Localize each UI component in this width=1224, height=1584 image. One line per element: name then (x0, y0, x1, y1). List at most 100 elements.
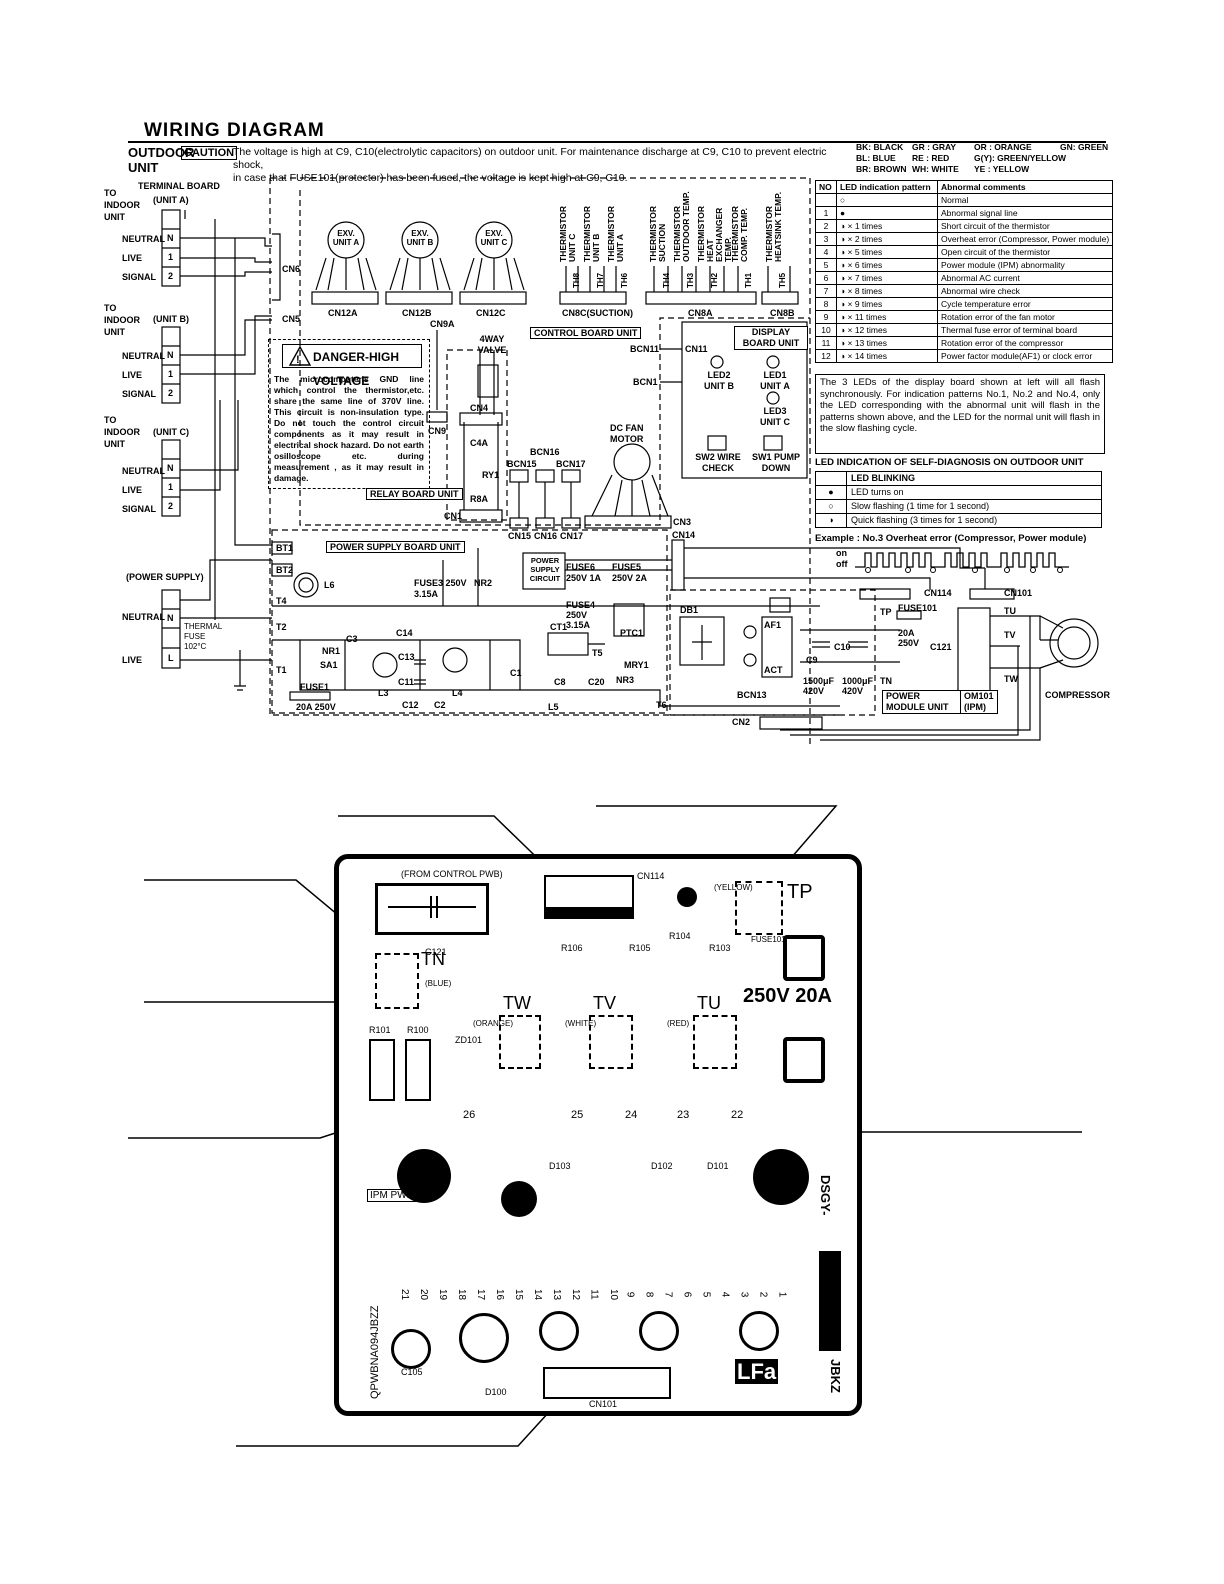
cn5-label: CN5 (282, 314, 301, 324)
signal-label-c: SIGNAL (122, 504, 157, 514)
thermistor-tag: TH2 (710, 272, 719, 288)
terminal-1: 1 (168, 252, 174, 262)
c3-label: C3 (346, 634, 358, 644)
l5-label: L5 (548, 702, 559, 712)
signal-label-b: SIGNAL (122, 389, 157, 399)
tw-terminal[interactable] (499, 1015, 541, 1069)
cn114-connector[interactable] (544, 875, 634, 919)
exv-unit-a: EXV. UNIT A (332, 229, 360, 247)
tu-terminal[interactable] (693, 1015, 737, 1069)
fuse3-label: FUSE3 250V 3.15A (414, 578, 467, 599)
ptc1-label: PTC1 (620, 628, 644, 638)
c20-label: C20 (588, 677, 605, 687)
tp-label: TP (787, 881, 813, 903)
thermistor-tag: TH5 (778, 272, 787, 288)
neutral-label-a: NEUTRAL (122, 234, 165, 244)
c121-label: C121 (930, 642, 952, 652)
fuse101-block (783, 935, 825, 981)
nr1-label: NR1 (322, 646, 341, 656)
pin-number: 13 (551, 1288, 563, 1301)
display-board-label: DISPLAY BOARD UNIT (734, 326, 808, 350)
thermistor-name: THERMISTOR OUTDOOR TEMP. (672, 191, 691, 262)
cn6-label: CN6 (282, 264, 301, 274)
r100-label: R100 (407, 1025, 429, 1035)
bcn16-label: BCN16 (530, 447, 560, 457)
pin-number: 24 (625, 1109, 638, 1121)
wiring-diagram: ! (161, 177, 1099, 745)
live-label-c: LIVE (122, 485, 143, 495)
l3-label: L3 (378, 688, 389, 698)
act-label: ACT (764, 665, 783, 675)
sw2-label: SW2 WIRE CHECK (695, 452, 741, 473)
bcn17-label: BCN17 (556, 459, 586, 469)
ct1-label: CT1 (550, 622, 568, 632)
exv-unit-c: EXV. UNIT C (480, 229, 508, 247)
ipm-pwb-label: IPM PWB (367, 1189, 417, 1202)
cn114-label: CN114 (924, 588, 952, 598)
pin-number: 25 (571, 1109, 584, 1121)
tw-label: TW (1004, 674, 1018, 684)
rating-label: 250V 20A (743, 985, 832, 1007)
cn101-connector[interactable] (543, 1367, 671, 1399)
cn9a-label: CN9A (430, 319, 455, 329)
t6-label: T6 (656, 700, 667, 710)
t4-label: T4 (276, 596, 287, 606)
c9-value: 1500μF 420V (803, 676, 835, 696)
tv-terminal[interactable] (589, 1015, 633, 1069)
color-code: BK: BLACK (856, 142, 904, 152)
cn4-label: CN4 (470, 403, 489, 413)
c9-label: C9 (806, 655, 818, 665)
bcn13-label: BCN13 (737, 690, 767, 700)
thermal-label: THERMAL (184, 622, 223, 631)
c102-capacitor (639, 1311, 679, 1351)
bcn11-label: BCN11 (630, 344, 660, 354)
r106-label: R106 (561, 943, 583, 953)
c105-label: C105 (401, 1367, 423, 1377)
svg-text:!: ! (296, 354, 300, 366)
title-rule (128, 141, 1106, 143)
danger-text: The microcomputer's GND line which contr… (274, 374, 424, 483)
ipm-pcb-board: C121 (FROM CONTROL PWB) CN114 TP (YELLOW… (334, 854, 862, 1416)
blue-label: (BLUE) (425, 979, 452, 988)
barcode-block (819, 1251, 841, 1351)
jbkz-label: JBKZ (828, 1359, 843, 1393)
relay-board-label: RELAY BOARD UNIT (366, 488, 463, 500)
terminal-board-label: TERMINAL BOARD (138, 181, 220, 191)
c10-label: C10 (834, 642, 851, 652)
table-row: ○ Slow flashing (1 time for 1 second) (815, 499, 1102, 514)
ry1-label: RY1 (482, 470, 500, 480)
tp-terminal[interactable] (735, 881, 783, 935)
terminal-2: 2 (168, 388, 174, 398)
exv-unit-b: EXV. UNIT B (406, 229, 434, 247)
tn-terminal[interactable] (375, 953, 419, 1009)
thermistor-name: THERMISTOR UNIT B (582, 205, 601, 262)
color-code: GR : GRAY (912, 142, 957, 152)
color-code: GN: GREEN (1060, 142, 1109, 152)
table-row: 1●Abnormal signal line (815, 206, 1114, 220)
fuse6-label: FUSE6 250V 1A (566, 562, 602, 583)
pin-number: 4 (719, 1291, 731, 1298)
terminal-n: N (167, 233, 174, 243)
pin-number: 7 (662, 1291, 674, 1298)
white-label: (WHITE) (565, 1019, 597, 1028)
pin-number: 6 (681, 1291, 693, 1298)
pin-number: 23 (677, 1109, 690, 1121)
on-label: on (836, 548, 847, 558)
cn8c-label: CN8C(SUCTION) (562, 308, 633, 318)
cn9-label: CN9 (428, 426, 447, 436)
off-label: off (836, 559, 848, 569)
temp-label: 102°C (184, 642, 207, 651)
thermistor-name: THERMISTOR UNIT A (606, 205, 625, 262)
pin-number: 21 (399, 1288, 411, 1301)
bt2-label: BT2 (276, 565, 294, 575)
cn12b-label: CN12B (402, 308, 432, 318)
tn-label: TN (880, 676, 892, 686)
thermistor-tag: TH4 (662, 272, 671, 288)
color-code: BR: BROWN (856, 164, 907, 174)
control-board-label: CONTROL BOARD UNIT (530, 327, 642, 339)
r103-label: R103 (709, 943, 731, 953)
thermistor-tag: TH3 (686, 272, 695, 288)
signal-label-a: SIGNAL (122, 272, 157, 282)
